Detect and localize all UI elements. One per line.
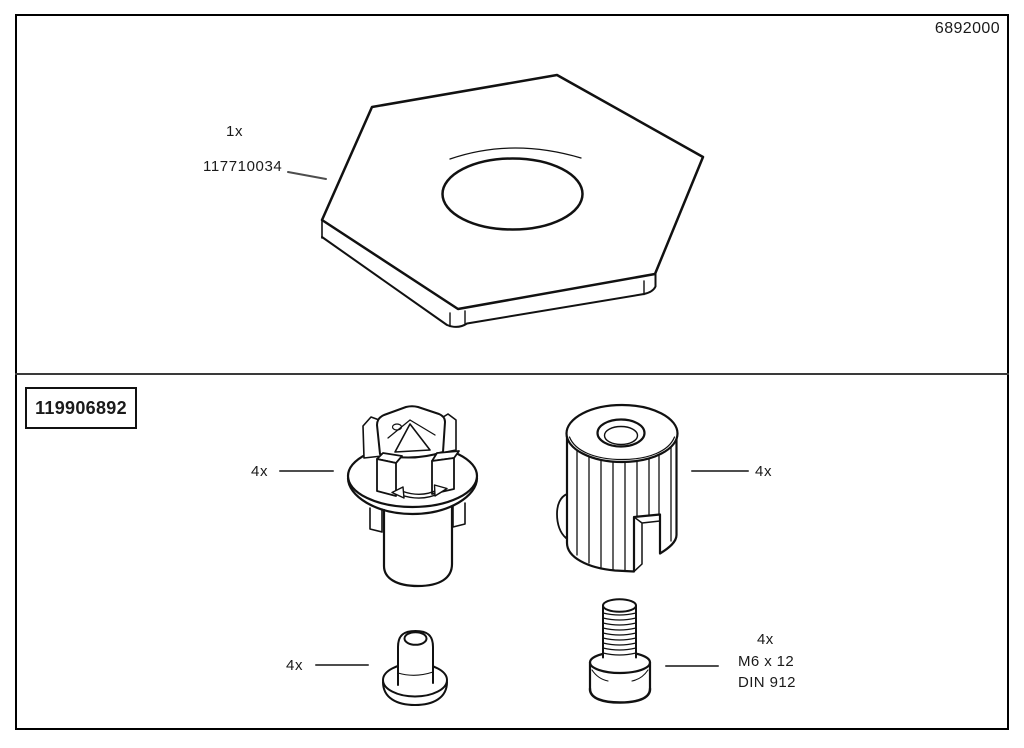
section-divider xyxy=(15,373,1009,375)
screw-size-label: M6 x 12 xyxy=(738,652,795,670)
hex-plate-drawing xyxy=(320,73,705,328)
screw-label-block: 4x M6 x 12 DIN 912 xyxy=(738,629,796,694)
kit-number-box: 119906892 xyxy=(25,387,137,429)
catalog-number: 6892000 xyxy=(934,20,1000,37)
screw-standard-label: DIN 912 xyxy=(738,674,796,691)
screw-quantity-label: 4x xyxy=(757,631,774,648)
plate-part-number: 117710034 xyxy=(203,158,283,175)
sleeve-quantity-label: 4x xyxy=(755,463,773,480)
plate-quantity-label: 1x xyxy=(226,123,244,140)
expansion-clip-drawing xyxy=(346,405,479,588)
clip-quantity-label: 4x xyxy=(251,463,269,480)
screw-drawing xyxy=(588,598,652,704)
kit-number: 119906892 xyxy=(35,397,127,418)
plug-quantity-label: 4x xyxy=(286,657,304,674)
plate-leader-line xyxy=(287,171,327,180)
diagram-frame xyxy=(15,14,1009,730)
ribbed-sleeve-drawing xyxy=(556,403,679,573)
plug-drawing xyxy=(382,630,448,706)
